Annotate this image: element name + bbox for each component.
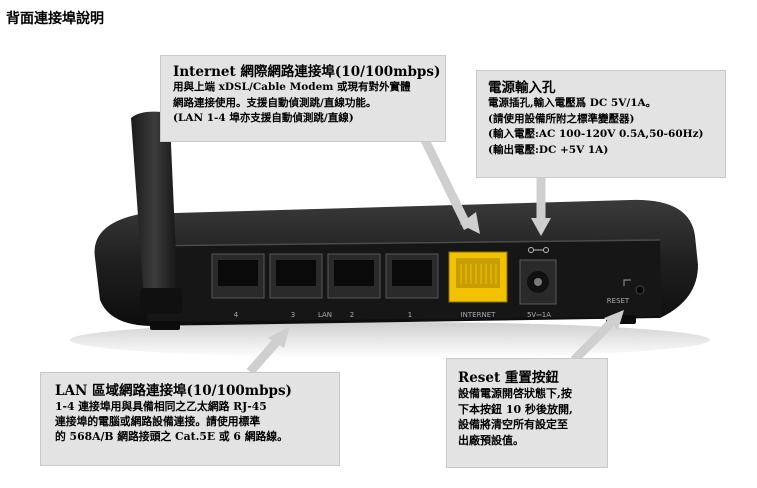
label-port-4: 4 <box>234 311 239 319</box>
callout-reset-line: 設備電源開啓狀態下,按 <box>458 387 572 400</box>
callout-lan-line: 1-4 連接埠用與具備相同之乙太網路 RJ-45 <box>55 400 267 413</box>
router-shadow <box>70 322 710 358</box>
callout-power-line: 電源插孔,輸入電壓爲 DC 5V/1A。 <box>488 97 657 109</box>
callout-power-line: (輸入電壓:AC 100-120V 0.5A,50-60Hz) <box>488 128 704 140</box>
label-port-1: 1 <box>408 311 412 319</box>
callout-lan-line: 的 568A/B 網路接頭之 Cat.5E 或 6 網路線。 <box>55 430 288 443</box>
label-power-rating: 5V⎓1A <box>527 311 551 319</box>
callout-internet-line: (LAN 1-4 埠亦支援自動偵測跳/直線) <box>173 112 354 124</box>
callout-reset-title: Reset 重置按鈕 <box>458 370 559 386</box>
lan-ports <box>211 253 439 299</box>
label-port-2: 2 <box>350 311 354 319</box>
label-lan: LAN <box>318 311 332 319</box>
callout-internet-port: Internet 網際網路連接埠(10/100mbps) 用與上端 xDSL/C… <box>160 55 446 142</box>
antenna-hinge <box>140 288 182 314</box>
callout-lan-ports: LAN 區域網路連接埠(10/100mbps) 1-4 連接埠用與具備相同之乙太… <box>40 372 340 466</box>
arrow-internet <box>420 138 473 230</box>
callout-lan-line: 連接埠的電腦或網路設備連接。請使用標準 <box>55 415 261 428</box>
callout-reset-line: 下本按鈕 10 秒後放開, <box>458 402 573 416</box>
callout-power-line: (請使用設備所附之標準變壓器) <box>488 112 635 125</box>
callout-reset-line: 設備將清空所有設定至 <box>458 418 568 431</box>
callout-internet-line: 用與上端 xDSL/Cable Modem 或現有對外實體 <box>173 81 411 93</box>
antenna <box>131 111 178 306</box>
callout-power-title: 電源輸入孔 <box>488 80 556 96</box>
callout-arrows <box>246 138 624 375</box>
callout-power-line: (輸出電壓:DC +5V 1A) <box>488 143 609 156</box>
power-polarity-icon <box>528 247 549 253</box>
page-title: 背面連接埠說明 <box>6 11 104 27</box>
arrow-lan <box>246 337 282 375</box>
callout-reset-line: 出廠預設值。 <box>458 433 524 447</box>
label-reset: RESET <box>607 297 630 305</box>
callout-internet-line: 網路連接使用。支援自動偵測跳/直線功能。 <box>173 96 377 109</box>
router-foot-left <box>150 321 180 330</box>
arrow-reset <box>570 318 616 364</box>
callout-reset-button: Reset 重置按鈕 設備電源開啓狀態下,按 下本按鈕 10 秒後放開, 設備將… <box>446 358 608 468</box>
callout-internet-title: Internet 網際網路連接埠(10/100mbps) <box>173 64 441 80</box>
label-internet: INTERNET <box>461 311 497 319</box>
reset-button <box>635 285 645 295</box>
callout-power-input: 電源輸入孔 電源插孔,輸入電壓爲 DC 5V/1A。 (請使用設備所附之標準變壓… <box>476 70 726 178</box>
label-port-3: 3 <box>291 311 295 319</box>
callout-lan-title: LAN 區域網路連接埠(10/100mbps) <box>55 383 292 399</box>
